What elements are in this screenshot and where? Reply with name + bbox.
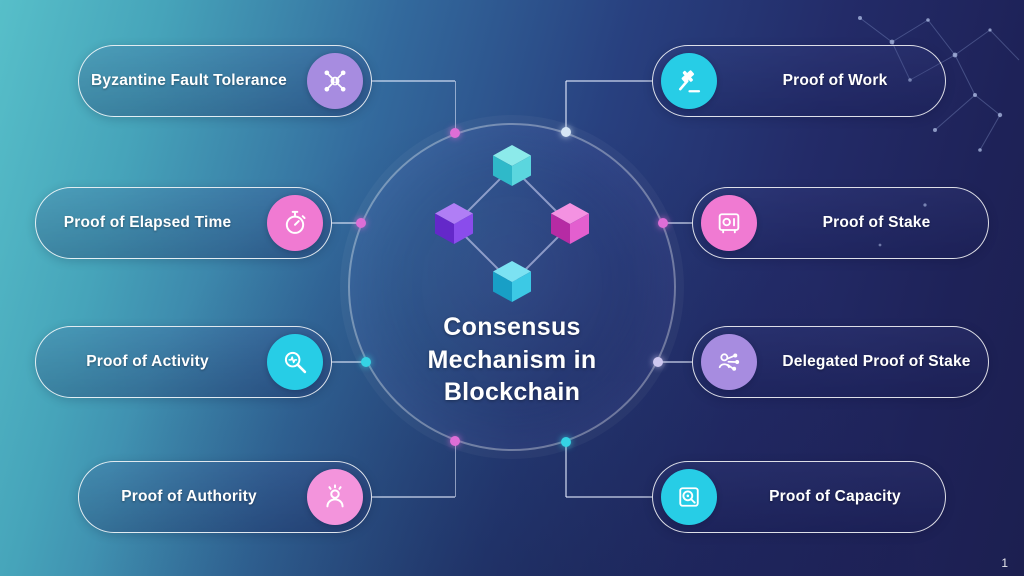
connector-dot-activity [361, 357, 371, 367]
item-pill-byzantine-fault-tolerance: Byzantine Fault Tolerance [78, 45, 372, 117]
hard-drive-icon [661, 469, 717, 525]
connector-line-activity [332, 361, 366, 363]
center-title-line-3: Blockchain [443, 378, 581, 406]
page-number: 1 [1001, 556, 1008, 570]
connector-line-authority-v [454, 441, 456, 497]
connector-line-work-h [566, 80, 652, 82]
stake-safe-icon [701, 195, 757, 251]
center-title-line-1: Consensus [443, 313, 581, 341]
gavel-icon [661, 53, 717, 109]
constellation-decoration-icon [858, 16, 1020, 247]
item-label-proof-of-stake: Proof of Stake [822, 214, 931, 231]
connector-line-capacity-v [565, 442, 567, 497]
connector-dot-capacity [560, 437, 571, 447]
connector-line-bft-v [454, 81, 456, 133]
connector-line-stake [663, 222, 692, 224]
connector-line-capacity-h [566, 496, 652, 498]
item-pill-delegated-proof-of-stake: Delegated Proof of Stake [692, 326, 989, 398]
item-label-proof-of-authority: Proof of Authority [121, 488, 257, 505]
center-title-line-2: Mechanism in [427, 345, 597, 374]
connector-dot-authority [450, 436, 460, 446]
connector-dot-stake [658, 218, 668, 228]
item-pill-proof-of-capacity: Proof of Capacity [652, 461, 946, 533]
connector-line-elapsed [332, 222, 361, 224]
item-pill-proof-of-elapsed-time: Proof of Elapsed Time [35, 187, 332, 259]
stopwatch-icon [267, 195, 323, 251]
center-title: Consensus Mechanism in Blockchain [377, 311, 647, 409]
item-pill-proof-of-work: Proof of Work [652, 45, 946, 117]
activity-magnifier-icon [267, 334, 323, 390]
blockchain-cubes-icon [417, 135, 607, 315]
connector-dot-bft [450, 128, 460, 138]
connector-line-authority-h [372, 496, 455, 498]
connector-line-bft-h [372, 80, 455, 82]
delegation-people-icon [701, 334, 757, 390]
item-label-delegated-proof-of-stake: Delegated Proof of Stake [782, 353, 971, 370]
connector-dot-delegated [653, 357, 663, 367]
fault-network-icon [307, 53, 363, 109]
item-label-proof-of-activity: Proof of Activity [86, 353, 209, 370]
item-label-proof-of-work: Proof of Work [782, 72, 888, 89]
authority-person-icon [307, 469, 363, 525]
connector-line-delegated [658, 361, 692, 363]
item-pill-proof-of-activity: Proof of Activity [35, 326, 332, 398]
item-label-proof-of-elapsed-time: Proof of Elapsed Time [63, 214, 232, 231]
item-label-byzantine-fault-tolerance: Byzantine Fault Tolerance [91, 72, 287, 89]
item-label-proof-of-capacity: Proof of Capacity [769, 488, 901, 505]
item-pill-proof-of-authority: Proof of Authority [78, 461, 372, 533]
connector-dot-elapsed [356, 218, 366, 228]
item-pill-proof-of-stake: Proof of Stake [692, 187, 989, 259]
connector-line-work-v [565, 81, 567, 132]
connector-dot-work [560, 127, 571, 137]
